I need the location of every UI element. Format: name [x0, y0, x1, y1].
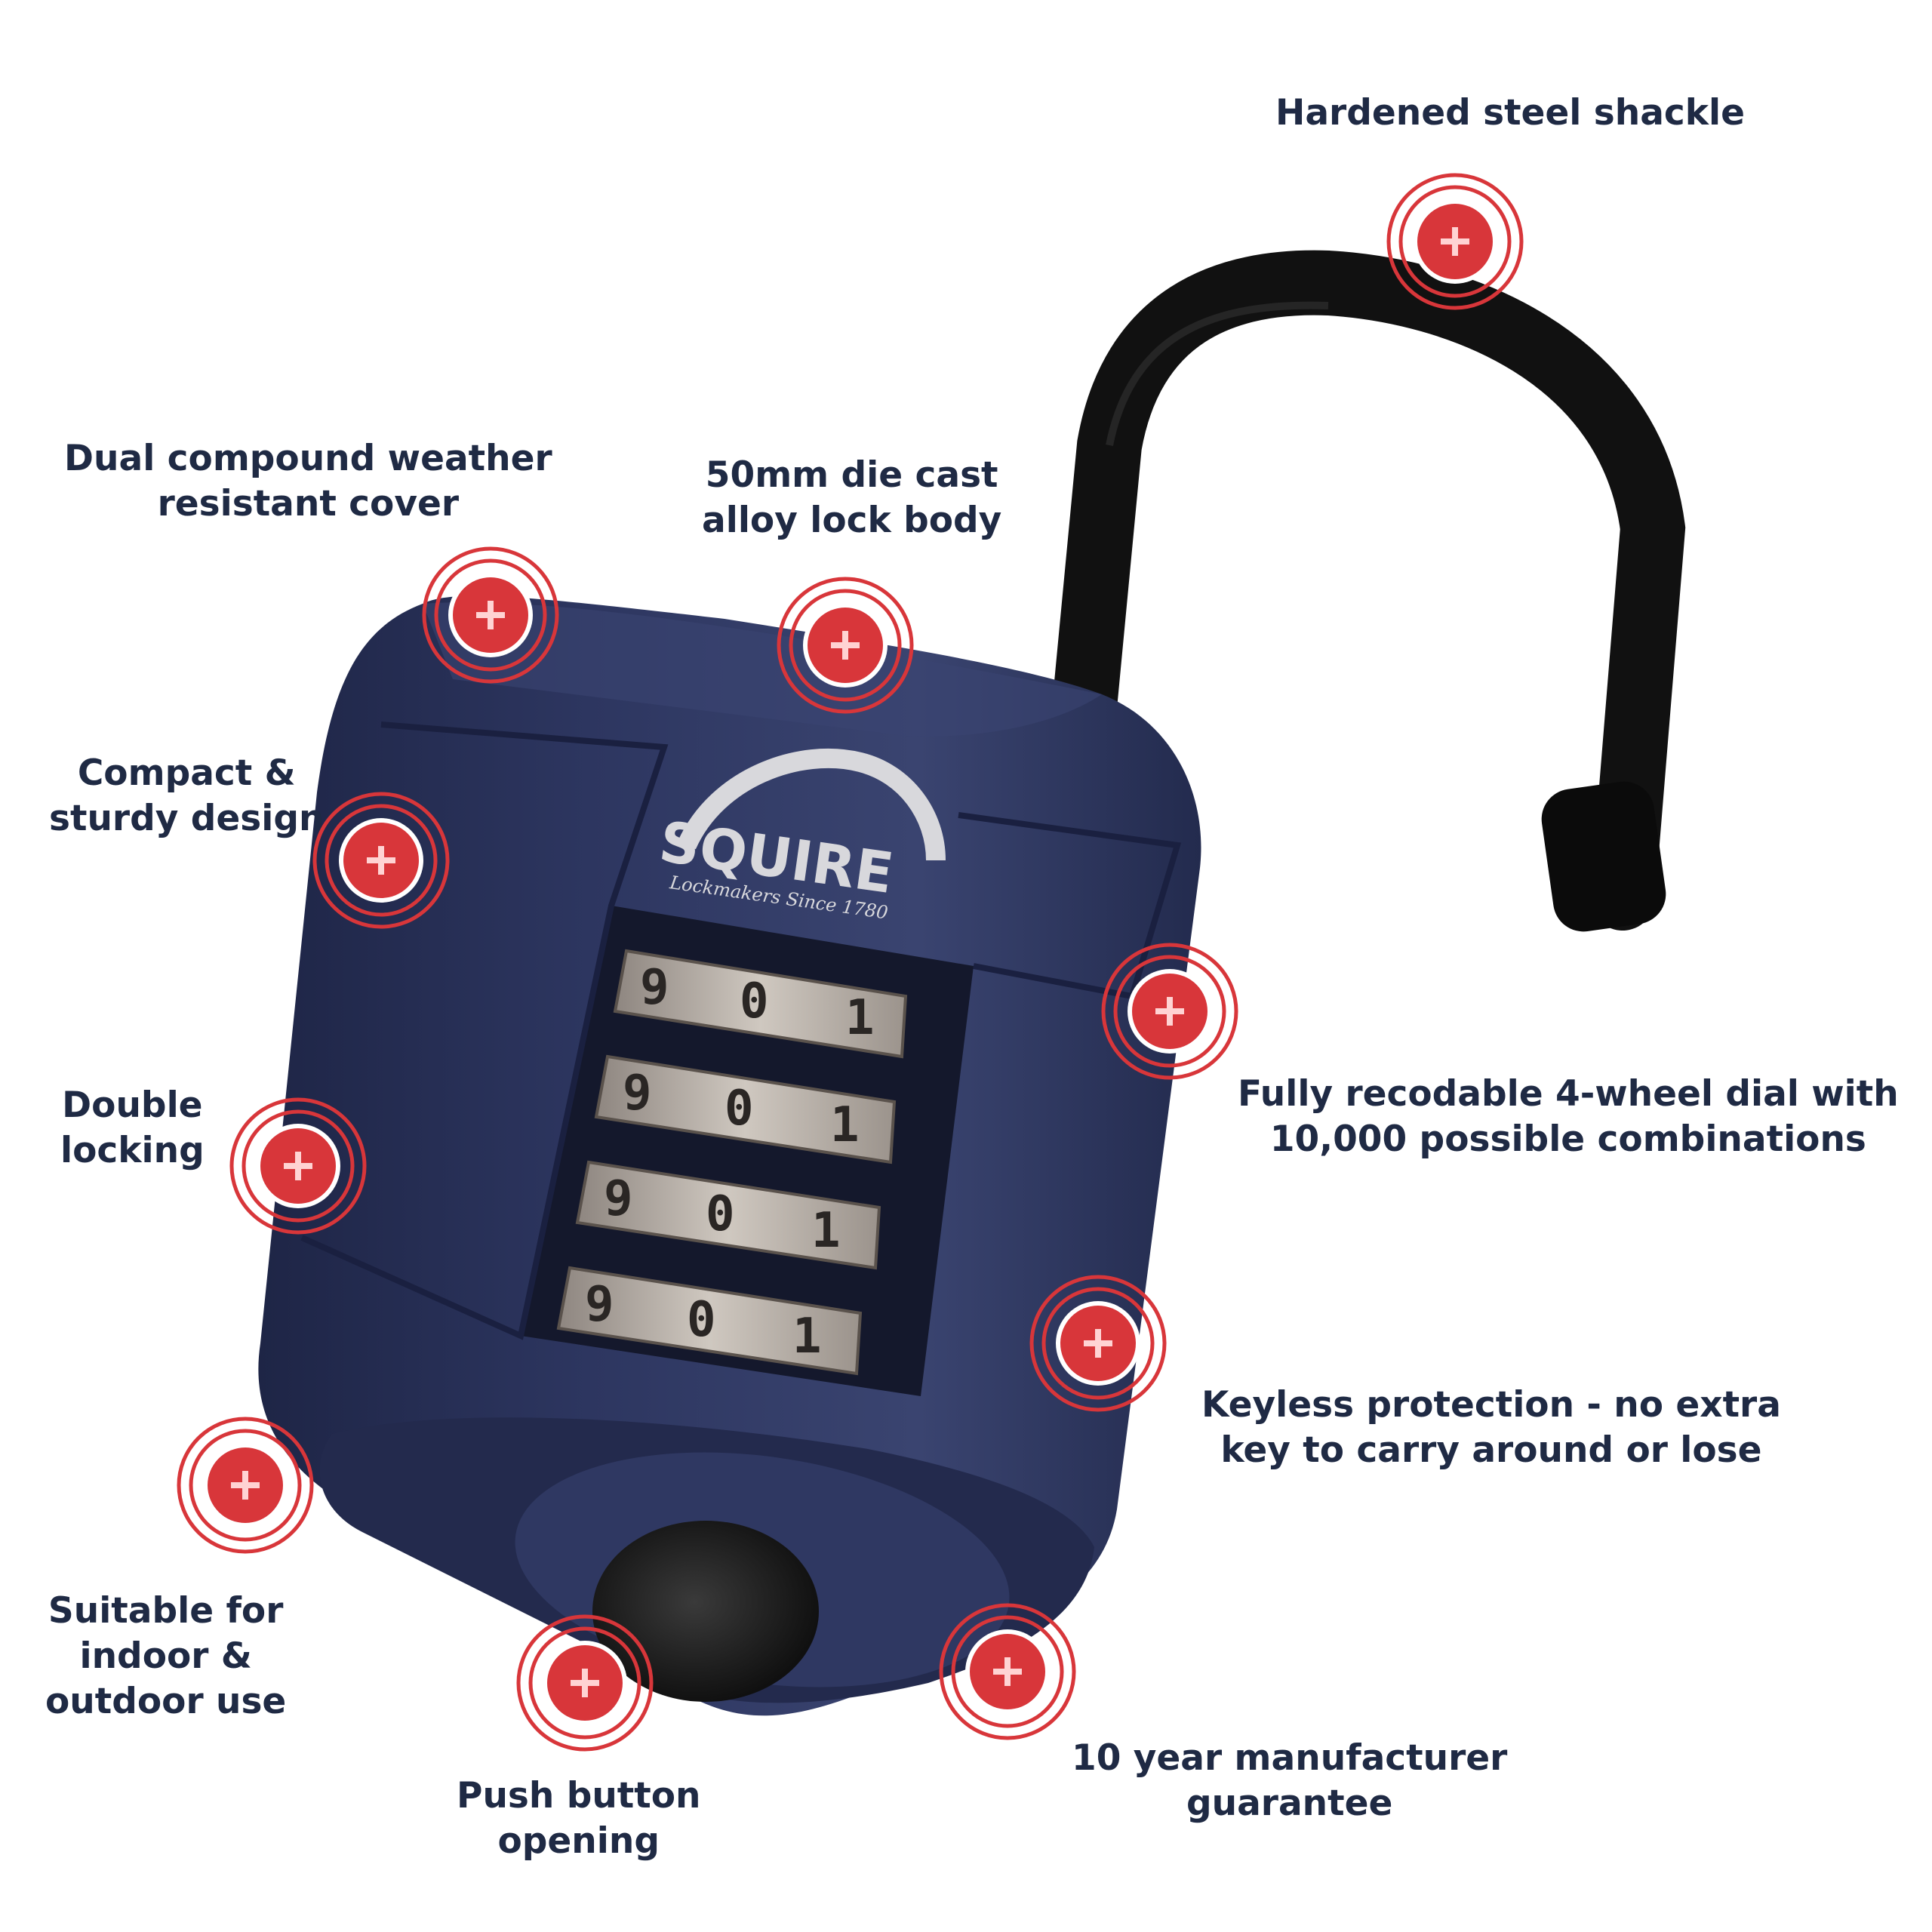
plus-icon: [422, 546, 559, 684]
feature-label-guarantee: 10 year manufacturer guarantee: [1072, 1737, 1508, 1824]
feature-label-shackle: Hardened steel shackle: [1275, 92, 1746, 134]
dial-digit: 1: [811, 1203, 841, 1259]
feature-label-body: 50mm die cast alloy lock body: [702, 454, 1002, 541]
hotspot-indoor[interactable]: [175, 1415, 315, 1555]
feature-label-cover: Dual compound weather resistant cover: [64, 438, 552, 525]
hotspot-keyless[interactable]: [1028, 1273, 1168, 1414]
dial-digit: 9: [623, 1066, 652, 1121]
hotspot-shackle[interactable]: [1385, 171, 1525, 312]
feature-label-indoor: Suitable for indoor & outdoor use: [45, 1590, 287, 1722]
plus-icon: [312, 792, 450, 929]
dial-digit: 0: [687, 1292, 716, 1348]
dial-digit: 9: [640, 960, 669, 1016]
plus-icon: [1101, 943, 1238, 1080]
dial-digit: 1: [830, 1097, 860, 1153]
dial-digit: 1: [845, 990, 875, 1046]
dial-digit: 9: [604, 1171, 633, 1227]
shackle: [1047, 250, 1686, 932]
feature-label-double: Double locking: [60, 1084, 205, 1171]
plus-icon: [177, 1417, 314, 1554]
lock-body: [258, 595, 1201, 1716]
dial-digit: 0: [740, 974, 769, 1029]
push-button[interactable]: [592, 1521, 819, 1702]
plus-icon: [777, 577, 914, 714]
plus-icon: [229, 1097, 367, 1235]
dial-digit: 0: [706, 1186, 735, 1242]
plus-icon: [939, 1603, 1076, 1740]
hotspot-compact[interactable]: [311, 790, 451, 931]
dial-wheels: [556, 949, 908, 1376]
plus-icon: [1386, 173, 1524, 310]
feature-label-compact: Compact & sturdy design: [49, 752, 325, 839]
feature-label-dial: Fully recodable 4-wheel dial with 10,000…: [1238, 1073, 1899, 1160]
feature-label-keyless: Keyless protection - no extra key to car…: [1201, 1384, 1781, 1471]
dial-digit: 1: [792, 1309, 822, 1364]
dial-digit: 0: [724, 1081, 754, 1137]
hotspot-cover[interactable]: [420, 545, 561, 685]
hotspot-guarantee[interactable]: [937, 1601, 1078, 1742]
plus-icon: [516, 1614, 654, 1752]
hotspot-body[interactable]: [775, 575, 915, 715]
feature-label-push: Push button opening: [457, 1775, 701, 1862]
hotspot-double[interactable]: [228, 1096, 368, 1236]
hotspot-dial[interactable]: [1100, 941, 1240, 1081]
plus-icon: [1029, 1275, 1167, 1412]
dial-digit: 9: [585, 1277, 614, 1333]
hotspot-push[interactable]: [515, 1613, 655, 1753]
